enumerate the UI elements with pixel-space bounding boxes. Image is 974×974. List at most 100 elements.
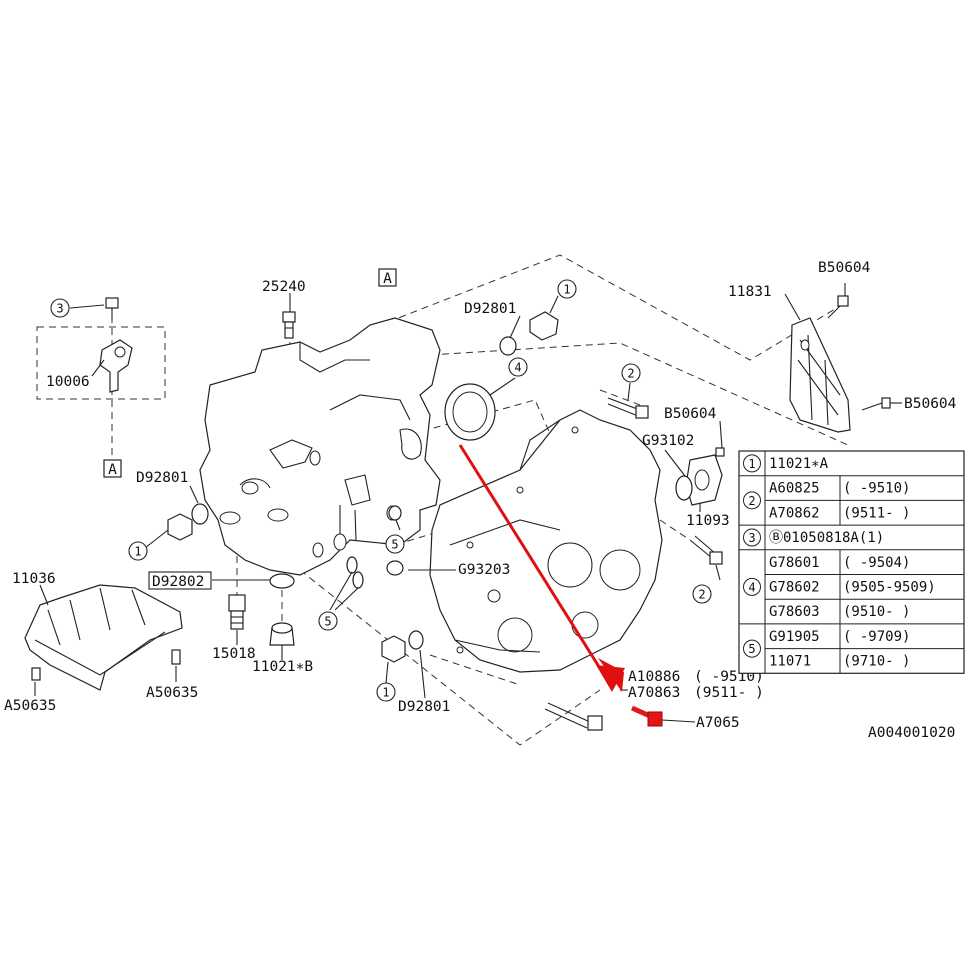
- leader-lines: [34, 283, 902, 723]
- d92802-box: [148, 571, 212, 590]
- table-date-range: (9505-9509): [843, 580, 936, 596]
- svg-text:1: 1: [563, 283, 570, 297]
- label-a10886[interactable]: A10886: [628, 669, 680, 685]
- label-d92801-bottom[interactable]: D92801: [398, 699, 450, 715]
- ref-line-low: [299, 569, 601, 746]
- bolt-2-right: [689, 535, 723, 565]
- baffle-11036: [24, 584, 183, 691]
- label-11831[interactable]: 11831: [728, 284, 772, 300]
- label-a7065[interactable]: A7065: [696, 715, 740, 731]
- table-ref-circle: [743, 528, 761, 547]
- table-ref-number: 1: [748, 457, 755, 471]
- table-part-number[interactable]: A70862: [769, 505, 820, 521]
- plug-11021b: [269, 573, 295, 646]
- plug-1-left: [167, 503, 209, 541]
- table-ref-circle: [743, 577, 761, 596]
- bolt-2-top: [607, 397, 649, 419]
- o-ring-5a: [388, 505, 402, 521]
- table-date-range: (9510- ): [843, 604, 910, 620]
- o-ring-5b: [346, 556, 358, 574]
- table-part-number[interactable]: Ⓑ01050818A(1): [769, 530, 884, 546]
- label-10006[interactable]: 10006: [46, 374, 90, 390]
- table-date-range: (9710- ): [843, 654, 910, 670]
- label-a50635-right[interactable]: A50635: [146, 685, 198, 701]
- table-ref-number: 5: [748, 642, 755, 656]
- svg-text:A: A: [383, 271, 392, 287]
- table-ref-number: 2: [748, 494, 755, 508]
- table-part-number[interactable]: G78603: [769, 604, 820, 620]
- svg-text:2: 2: [698, 588, 705, 602]
- label-d92801-top[interactable]: D92801: [464, 301, 516, 317]
- diagram-id: A004001020: [868, 725, 955, 741]
- callout-3-left: 3: [50, 298, 70, 318]
- table-date-range: ( -9709): [843, 629, 910, 645]
- callout-5-a: 5: [385, 534, 405, 554]
- svg-text:2: 2: [627, 367, 634, 381]
- table-ref-circle: [743, 491, 761, 510]
- cover-11093: [675, 447, 725, 506]
- crankcase-right-half: [429, 409, 663, 673]
- table-date-range: (9511- ): [843, 505, 910, 521]
- parts-table: 11021∗A A60825 ( -9510) A70862 (9511- ) Ⓑ0105…: [738, 450, 965, 674]
- table-ref-circle: [743, 639, 761, 658]
- highlight-arrow: [458, 444, 625, 692]
- table-part-number[interactable]: A60825: [769, 481, 820, 497]
- highlighted-bolt-a7065[interactable]: [630, 705, 663, 727]
- part-labels: 25240 10006 D92801 D92801 D92801 D92802 …: [4, 260, 957, 741]
- table-part-number[interactable]: G91905: [769, 629, 820, 645]
- sensor-25240: [282, 311, 296, 339]
- callout-2-right: 2: [692, 584, 712, 604]
- label-25240[interactable]: 25240: [262, 279, 306, 295]
- table-date-range: ( -9504): [843, 555, 910, 571]
- bolt-b50604-top: [827, 295, 849, 319]
- label-d92801-left[interactable]: D92801: [136, 470, 188, 486]
- table-date-range: ( -9510): [843, 481, 910, 497]
- label-g93102[interactable]: G93102: [642, 433, 694, 449]
- bracket-frame: [36, 326, 166, 400]
- svg-text:1: 1: [382, 686, 389, 700]
- table-ref-number: 3: [748, 531, 755, 545]
- ref-box-a-left: A: [103, 459, 122, 478]
- label-b50604-mid[interactable]: B50604: [664, 406, 717, 422]
- o-ring-g93203: [386, 560, 404, 576]
- callout-2-mid: 2: [621, 363, 641, 383]
- label-b50604-top[interactable]: B50604: [818, 260, 871, 276]
- svg-text:A: A: [108, 462, 117, 478]
- oil-seal-4: [444, 383, 496, 441]
- table-part-number[interactable]: G78601: [769, 555, 820, 571]
- callout-1-top: 1: [557, 279, 577, 299]
- table-part-number[interactable]: G78602: [769, 580, 820, 596]
- o-ring-5c: [352, 571, 364, 589]
- plug-1-bottom: [381, 630, 424, 663]
- long-bolt: [544, 702, 603, 731]
- callout-1-left: 1: [128, 541, 148, 561]
- label-11021b[interactable]: 11021∗B: [252, 659, 313, 675]
- ref-box-a-top: A: [378, 268, 397, 287]
- ref-line-top: [387, 254, 846, 361]
- label-15018[interactable]: 15018: [212, 646, 256, 662]
- ref-line-upper: [429, 342, 849, 446]
- svg-text:5: 5: [391, 538, 398, 552]
- callout-5-b: 5: [318, 611, 338, 631]
- label-11093[interactable]: 11093: [686, 513, 730, 529]
- cover-11831: [789, 317, 851, 433]
- bracket-10006: [99, 339, 133, 393]
- label-a50635-left[interactable]: A50635: [4, 698, 56, 714]
- ref-line-plug-b: [429, 654, 521, 686]
- callout-4-seal: 4: [508, 357, 528, 377]
- label-a70863[interactable]: A70863: [628, 685, 680, 701]
- svg-text:4: 4: [514, 361, 521, 375]
- label-d92802[interactable]: D92802: [152, 574, 204, 590]
- label-b50604-right[interactable]: B50604: [904, 396, 957, 412]
- table-part-number[interactable]: 11071: [769, 654, 811, 670]
- callout-1-bottom: 1: [376, 682, 396, 702]
- drain-15018: [228, 594, 246, 630]
- table-part-number[interactable]: 11021∗A: [769, 456, 829, 472]
- label-g93203[interactable]: G93203: [458, 562, 510, 578]
- bolt-b50604-right: [861, 397, 891, 411]
- table-ref-number: 4: [748, 580, 755, 594]
- label-11036[interactable]: 11036: [12, 571, 56, 587]
- plug-1-top: [499, 311, 559, 356]
- svg-text:3: 3: [56, 302, 63, 316]
